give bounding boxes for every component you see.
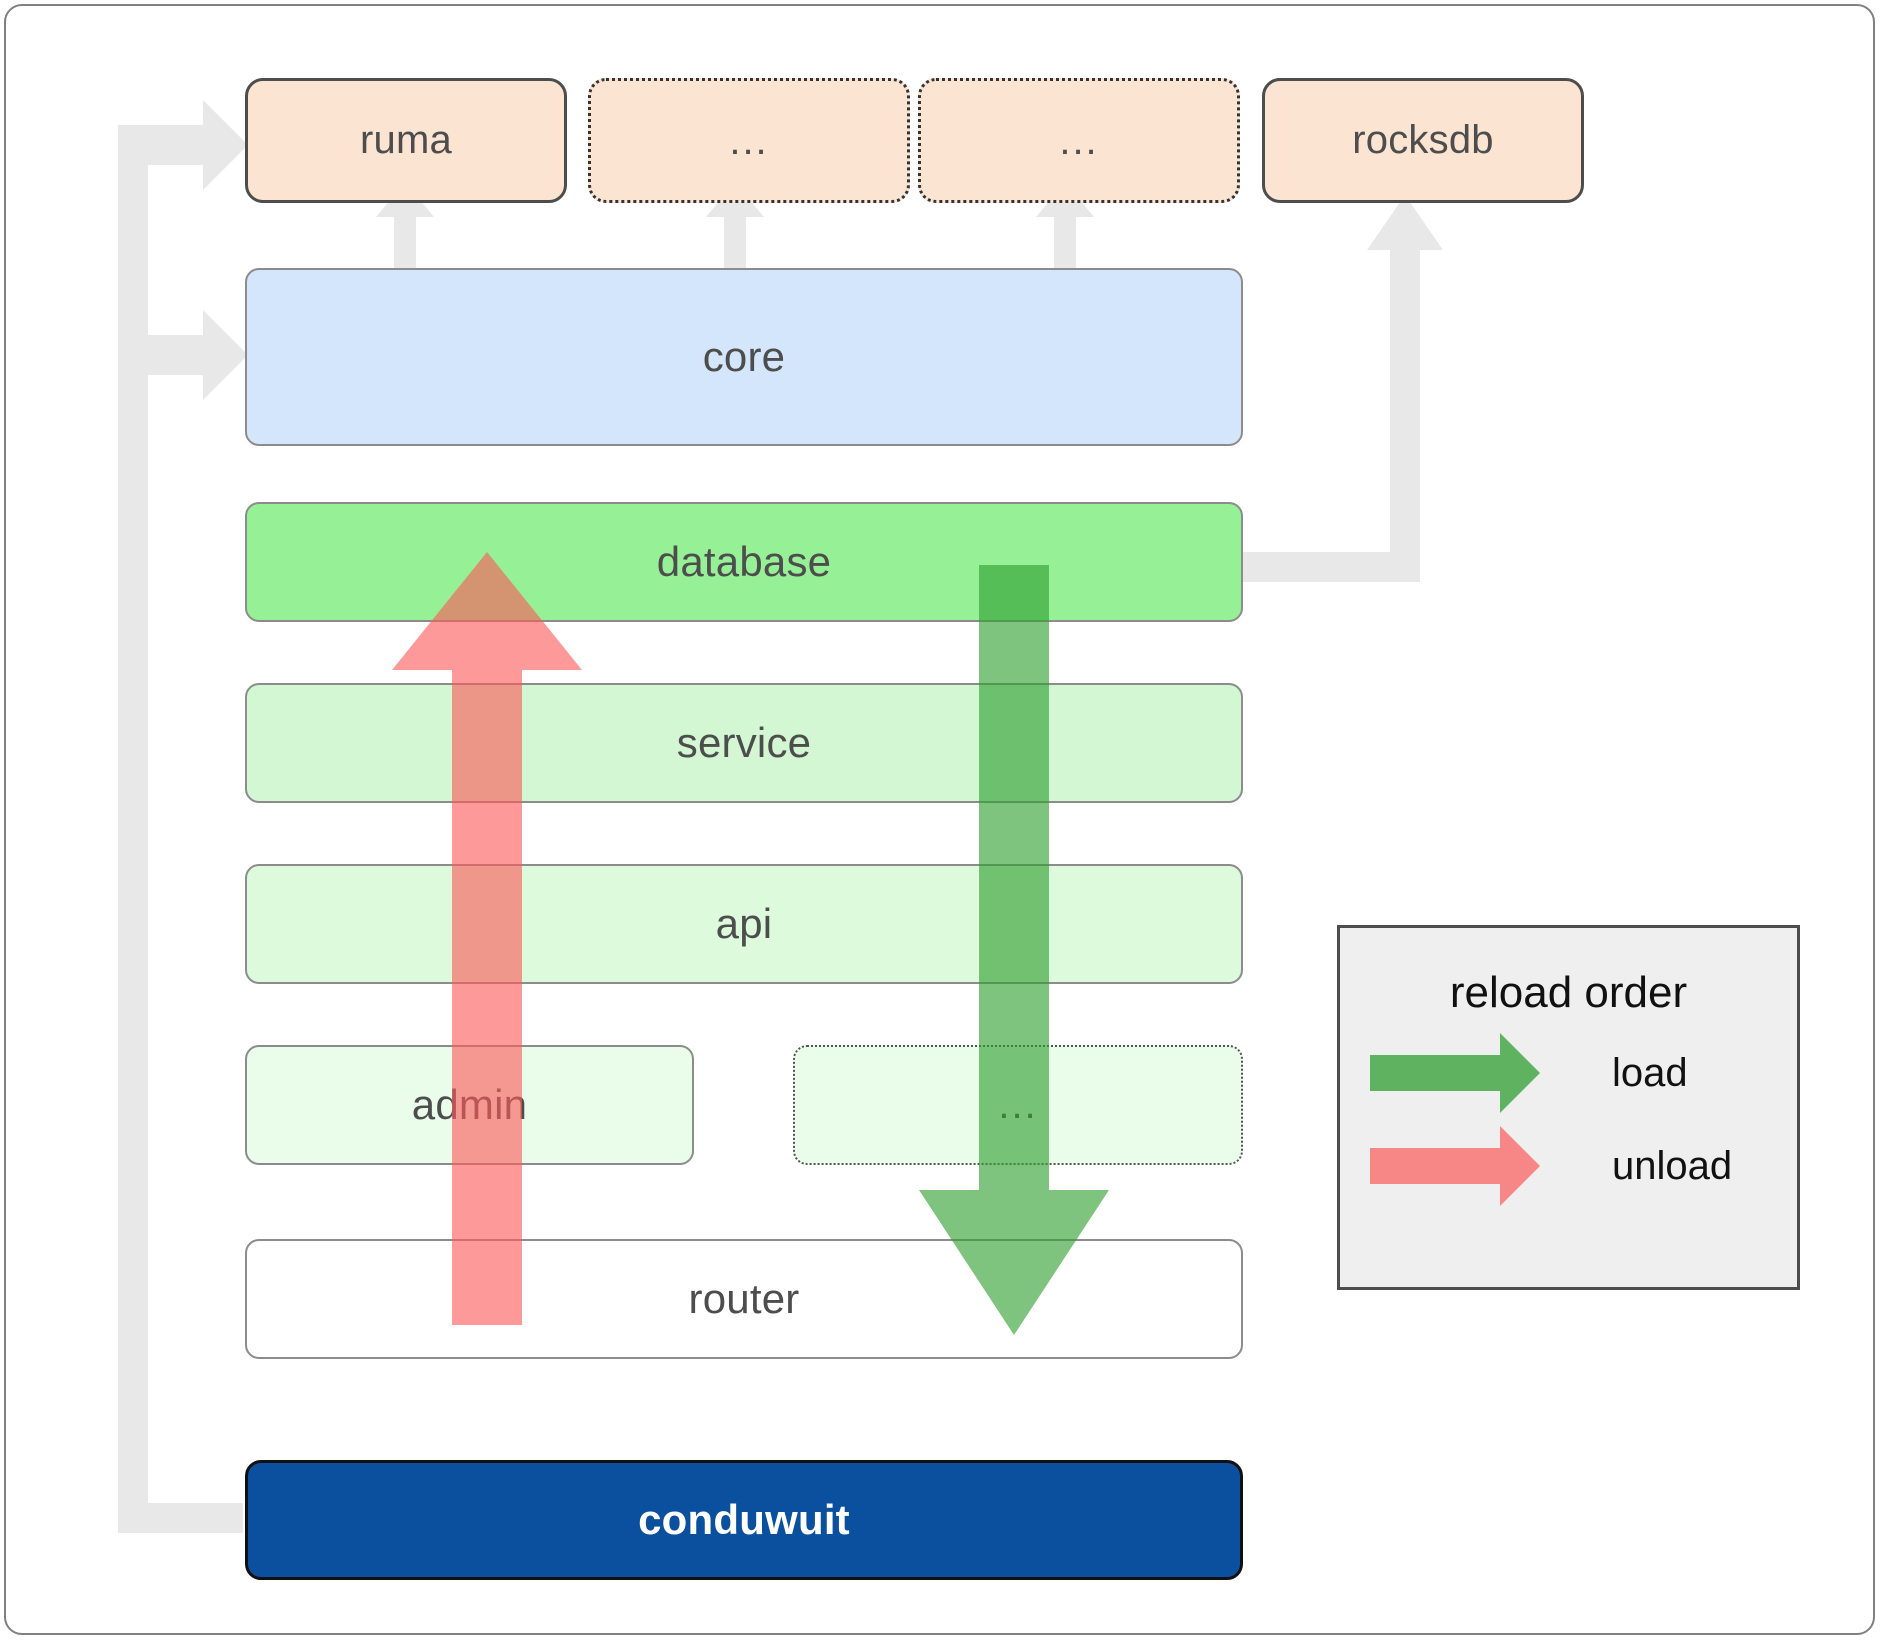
- stack-label: database: [656, 538, 832, 585]
- stack-label: router: [688, 1275, 800, 1322]
- diagram-frame: [4, 4, 1875, 1635]
- dependency-box-rocksdb[interactable]: rocksdb: [1262, 78, 1584, 203]
- dependency-box-dep-2[interactable]: ...: [588, 78, 910, 203]
- dependency-box-dep-3[interactable]: ...: [918, 78, 1240, 203]
- stack-label: core: [702, 333, 786, 380]
- stack-label: ...: [998, 1083, 1038, 1127]
- stack-label: admin: [411, 1081, 528, 1128]
- stack-box-api[interactable]: api: [245, 864, 1243, 984]
- stack-box-service[interactable]: service: [245, 683, 1243, 803]
- dependency-label: rocksdb: [1352, 118, 1494, 162]
- stack-box-extra[interactable]: ...: [793, 1045, 1243, 1165]
- dependency-box-ruma[interactable]: ruma: [245, 78, 567, 203]
- dependency-label: ruma: [360, 118, 452, 162]
- stack-box-admin[interactable]: admin: [245, 1045, 694, 1165]
- stack-box-router[interactable]: router: [245, 1239, 1243, 1359]
- legend-label-load: load: [1612, 1051, 1688, 1095]
- stack-label: service: [676, 719, 812, 766]
- app-box-conduwuit[interactable]: conduwuit: [245, 1460, 1243, 1580]
- legend-load-arrow-icon: [1370, 1033, 1540, 1113]
- app-label: conduwuit: [638, 1496, 850, 1543]
- legend-arrows: [1370, 1033, 1540, 1206]
- legend-label-unload: unload: [1612, 1144, 1733, 1188]
- legend-panel: reload order load unload: [1337, 925, 1800, 1290]
- legend-title: reload order: [1449, 968, 1688, 1017]
- dependency-label: ...: [1059, 118, 1099, 163]
- stack-box-database[interactable]: database: [245, 502, 1243, 622]
- dependency-label: ...: [729, 118, 769, 163]
- stack-label: api: [715, 900, 773, 947]
- legend-unload-arrow-icon: [1370, 1126, 1540, 1206]
- stack-box-core[interactable]: core: [245, 268, 1243, 446]
